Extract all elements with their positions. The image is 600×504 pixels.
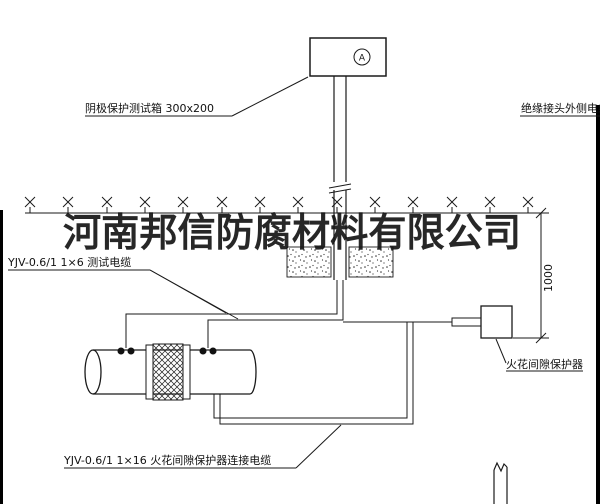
bottom-cable-callout <box>64 424 342 469</box>
leader-line <box>295 424 342 469</box>
dim-tick-icon <box>535 207 547 219</box>
test-cable-lines <box>125 280 344 348</box>
concrete-block-left <box>286 246 332 278</box>
protector-cable-lines <box>213 321 452 425</box>
right-cable-label: 绝缘接头外侧电缆 <box>521 101 600 115</box>
dim-tick-icon <box>535 332 547 344</box>
test-box-callout <box>85 76 309 117</box>
test-cable-label: YJV-0.6/1 1×6 测试电缆 <box>7 256 131 269</box>
ground-symbol-icon <box>407 196 419 213</box>
spark-gap-protector <box>451 305 513 339</box>
conduit <box>333 76 347 280</box>
test-box-label: 阴极保护测试箱 300x200 <box>85 101 214 115</box>
ground-symbol-icon <box>24 196 36 213</box>
dimension-label: 1000 <box>542 264 555 292</box>
ground-symbol-icon <box>62 196 74 213</box>
flange-right <box>182 344 191 400</box>
pipe-end-cap <box>84 349 102 395</box>
ground-symbol-icon <box>446 196 458 213</box>
weld-dots <box>117 347 217 355</box>
leader-line <box>495 338 507 364</box>
pipe-end-arc <box>249 349 257 395</box>
test-cable-callout <box>8 269 239 320</box>
weld-dot <box>117 347 125 355</box>
ground-symbol-icon <box>177 196 189 213</box>
insulating-joint <box>145 343 191 401</box>
test-box-outline <box>309 37 387 77</box>
weld-dot <box>199 347 207 355</box>
frame-left-edge <box>0 210 3 504</box>
ground-symbol-icon <box>101 196 113 213</box>
joint-hatch <box>152 343 184 401</box>
protector-body <box>480 305 513 339</box>
ground-symbol-icon <box>484 196 496 213</box>
ground-symbol-icon <box>369 196 381 213</box>
dimension-line <box>513 207 549 344</box>
ammeter-circle-icon <box>353 48 371 66</box>
ground-symbol-icon <box>522 196 534 213</box>
ground-symbol-icon <box>331 196 343 213</box>
ground-symbol-icon <box>139 196 151 213</box>
protector-stem <box>451 317 482 327</box>
ground-symbols <box>24 196 534 213</box>
company-watermark: 河南邦信防腐材料有限公司 <box>63 210 521 256</box>
bottom-cable-label: YJV-0.6/1 1×16 火花间隙保护器连接电缆 <box>63 453 271 467</box>
pipe-stub-symbol <box>493 461 508 504</box>
concrete-block-right <box>348 246 394 278</box>
spark-protector-label: 火花间隙保护器 <box>506 357 583 371</box>
frame-right-edge <box>596 105 600 504</box>
conduit-break-icon <box>328 182 352 194</box>
test-box <box>309 37 387 77</box>
ammeter-letter: A <box>359 54 366 64</box>
leader-line <box>149 269 239 320</box>
weld-dot <box>209 347 217 355</box>
ground-symbol-icon <box>292 196 304 213</box>
ground-symbol-icon <box>216 196 228 213</box>
leader-line <box>231 76 309 117</box>
protector-callout <box>495 338 583 372</box>
weld-dot <box>127 347 135 355</box>
ground-symbol-icon <box>254 196 266 213</box>
flange-left <box>145 344 154 400</box>
